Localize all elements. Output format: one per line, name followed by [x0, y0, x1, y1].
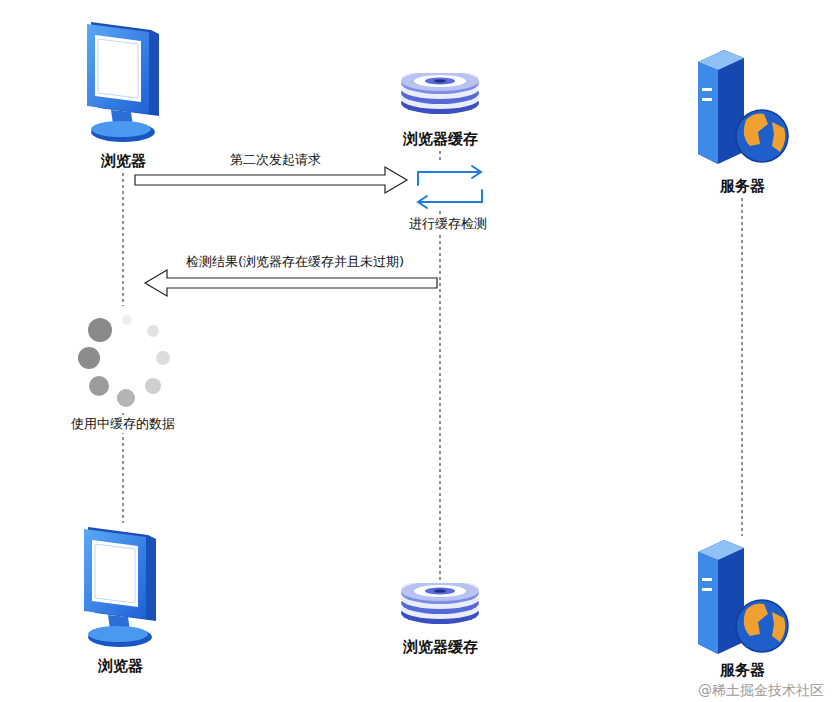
monitor-icon	[83, 20, 163, 145]
participant-disk: 浏览器缓存	[394, 583, 486, 657]
spinner-dot	[122, 315, 132, 325]
message-label: 第二次发起请求	[227, 151, 324, 169]
note-label: 使用中缓存的数据	[68, 415, 178, 433]
participant-server: 服务器	[689, 48, 795, 196]
participant-name: 浏览器	[98, 657, 143, 676]
server-icon	[694, 538, 790, 658]
spinner-dot	[147, 325, 159, 337]
monitor-icon	[80, 525, 160, 650]
participant-name: 服务器	[720, 177, 765, 196]
participant-server: 服务器	[689, 538, 795, 680]
participant-name: 服务器	[720, 661, 765, 680]
participant-name: 浏览器	[101, 152, 146, 171]
participant-monitor: 浏览器	[75, 525, 165, 676]
spinner-dot	[145, 378, 161, 394]
watermark: @稀土掘金技术社区	[695, 682, 827, 700]
participant-monitor: 浏览器	[78, 20, 168, 171]
spinner-dot	[117, 389, 135, 407]
spinner-dot	[78, 347, 100, 369]
spinner-dot	[88, 318, 112, 342]
message-label: 检测结果(浏览器存在缓存并且未过期)	[183, 253, 407, 271]
spinner-dot	[156, 351, 170, 365]
message-arrow	[145, 270, 437, 296]
note-label: 进行缓存检测	[406, 215, 490, 233]
cache-check-icon	[412, 163, 486, 211]
loading-spinner	[74, 306, 176, 410]
spinner-dot	[89, 376, 109, 396]
disk-icon	[399, 583, 481, 629]
lifeline	[742, 198, 743, 536]
message-arrow	[135, 167, 407, 193]
disk-icon	[399, 73, 481, 119]
server-icon	[694, 48, 790, 168]
participant-name: 浏览器缓存	[403, 130, 478, 149]
participant-disk: 浏览器缓存	[394, 73, 486, 149]
participant-name: 浏览器缓存	[403, 638, 478, 657]
